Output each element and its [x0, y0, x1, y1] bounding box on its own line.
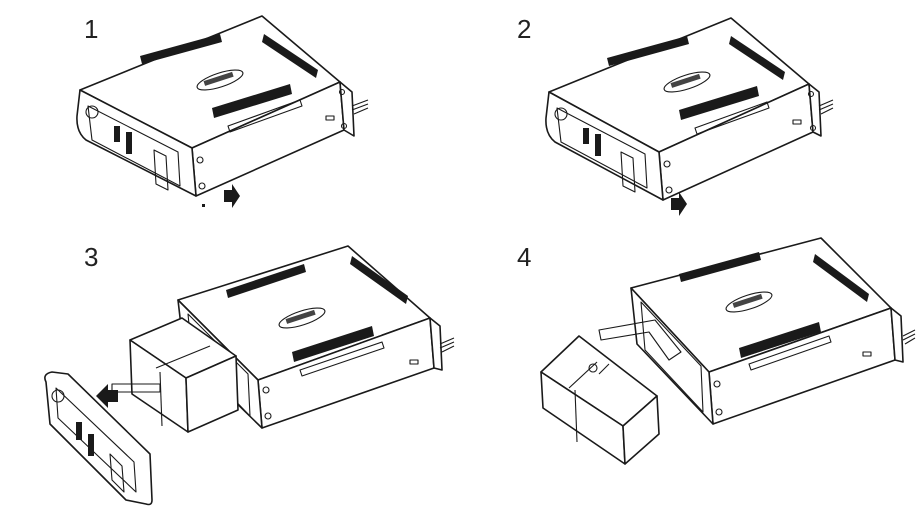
step-3-panel: 3 [0, 242, 459, 512]
step-3-number: 3 [84, 242, 99, 272]
step-2-panel: 2 [459, 0, 918, 256]
step-1-ups-illustration [76, 15, 369, 208]
step-3-ups-illustration [44, 245, 455, 506]
step-4-panel: 4 [459, 237, 918, 512]
step-1-number: 1 [84, 14, 99, 44]
step-2-ups-illustration [545, 17, 834, 216]
step-4-number: 4 [517, 242, 532, 272]
step-1-panel: 1 [0, 0, 459, 256]
step-2-number: 2 [517, 14, 532, 44]
step-4-ups-illustration [540, 237, 916, 465]
